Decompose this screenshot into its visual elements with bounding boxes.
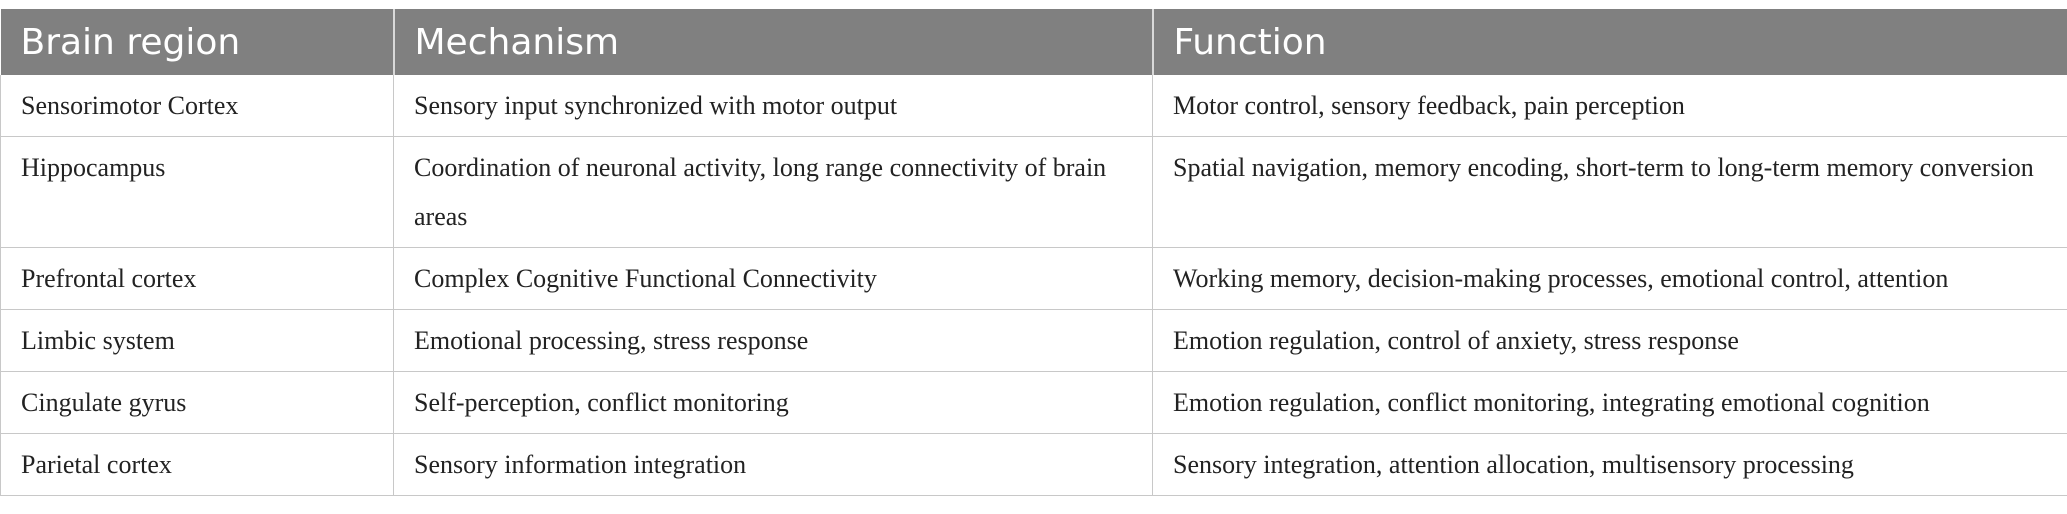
brain-regions-table: Brain region Mechanism Function Sensorim… [0, 9, 2067, 496]
brain-regions-table-container: Brain region Mechanism Function Sensorim… [0, 9, 2067, 496]
cell-mechanism: Sensory information integration [393, 433, 1153, 496]
cell-mechanism: Emotional processing, stress response [393, 309, 1153, 372]
cell-function: Working memory, decision-making processe… [1152, 247, 2067, 310]
cell-function: Emotion regulation, conflict monitoring,… [1152, 371, 2067, 434]
table-body: Sensorimotor Cortex Sensory input synchr… [0, 75, 2067, 496]
table-row: Sensorimotor Cortex Sensory input synchr… [0, 75, 2067, 137]
cell-mechanism: Sensory input synchronized with motor ou… [393, 75, 1153, 137]
cell-brain-region: Limbic system [0, 309, 394, 372]
cell-mechanism: Complex Cognitive Functional Connectivit… [393, 247, 1153, 310]
cell-function: Spatial navigation, memory encoding, sho… [1152, 136, 2067, 248]
cell-brain-region: Sensorimotor Cortex [0, 75, 394, 137]
table-row: Parietal cortex Sensory information inte… [0, 433, 2067, 496]
column-header-function: Function [1151, 9, 2067, 75]
header-row: Brain region Mechanism Function [0, 9, 2067, 75]
table-row: Prefrontal cortex Complex Cognitive Func… [0, 247, 2067, 310]
cell-brain-region: Hippocampus [0, 136, 394, 248]
cell-function: Motor control, sensory feedback, pain pe… [1152, 75, 2067, 137]
cell-brain-region: Cingulate gyrus [0, 371, 394, 434]
table-row: Hippocampus Coordination of neuronal act… [0, 136, 2067, 248]
column-header-brain-region: Brain region [0, 9, 395, 75]
cell-function: Emotion regulation, control of anxiety, … [1152, 309, 2067, 372]
cell-mechanism: Coordination of neuronal activity, long … [393, 136, 1153, 248]
table-row: Cingulate gyrus Self-perception, conflic… [0, 371, 2067, 434]
cell-brain-region: Prefrontal cortex [0, 247, 394, 310]
cell-function: Sensory integration, attention allocatio… [1152, 433, 2067, 496]
column-header-mechanism: Mechanism [392, 9, 1154, 75]
cell-mechanism: Self-perception, conflict monitoring [393, 371, 1153, 434]
table-header: Brain region Mechanism Function [0, 9, 2067, 75]
table-row: Limbic system Emotional processing, stre… [0, 309, 2067, 372]
cell-brain-region: Parietal cortex [0, 433, 394, 496]
